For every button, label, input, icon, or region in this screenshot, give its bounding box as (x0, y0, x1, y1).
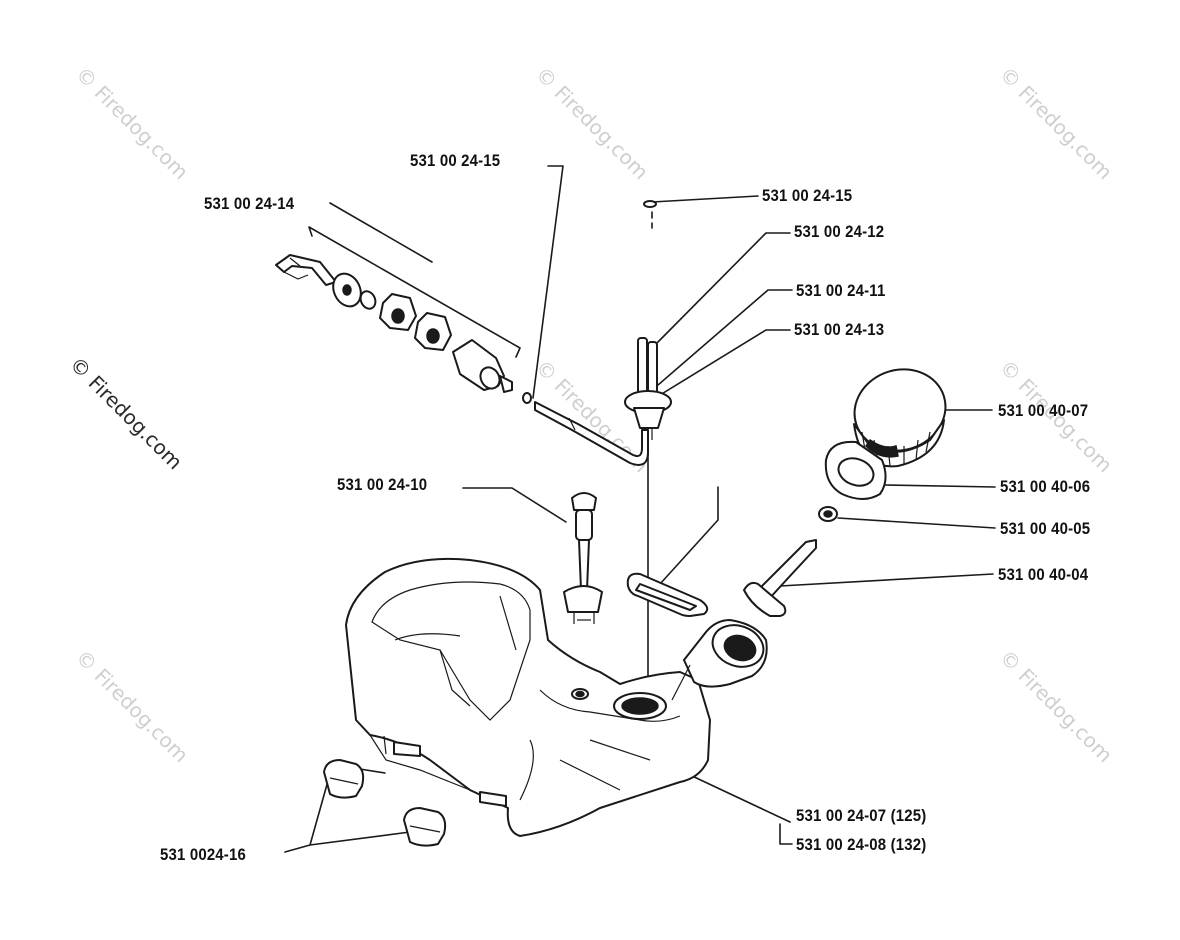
gasket-part (824, 440, 887, 500)
fuel-cap-part (853, 368, 947, 468)
pump-assembly-parts (275, 254, 532, 404)
label-strap: 531 00 40-04 (998, 565, 1089, 584)
leader-lines (284, 165, 996, 853)
rubber-mounts-part (323, 759, 447, 847)
label-fuel-line: 531 00 24-13 (794, 320, 885, 339)
label-fuel-filter: 531 00 24-12 (794, 222, 885, 241)
slot-grommet-part (626, 572, 709, 617)
label-grommet: 531 00 24-11 (796, 281, 886, 300)
fuel-filter-part (624, 200, 672, 691)
label-fuel-cap: 531 00 40-07 (998, 401, 1089, 420)
fuel-line-part (534, 401, 649, 466)
label-gasket: 531 00 40-06 (1000, 477, 1091, 496)
label-check-valve-right: 531 00 24-15 (762, 186, 853, 205)
retainer-strap-part (743, 506, 838, 617)
label-pickup-tube: 531 00 24-10 (337, 475, 428, 494)
label-tank-125: 531 00 24-07 (125) (796, 806, 927, 825)
fuel-tank-part (345, 557, 768, 837)
label-tank-132: 531 00 24-08 (132) (796, 835, 927, 854)
pickup-tube-part (563, 492, 603, 624)
label-check-valve-left: 531 00 24-15 (410, 151, 501, 170)
label-mounts: 531 0024-16 (160, 845, 246, 864)
label-retainer: 531 00 40-05 (1000, 519, 1091, 538)
label-pump-assembly: 531 00 24-14 (204, 194, 295, 213)
